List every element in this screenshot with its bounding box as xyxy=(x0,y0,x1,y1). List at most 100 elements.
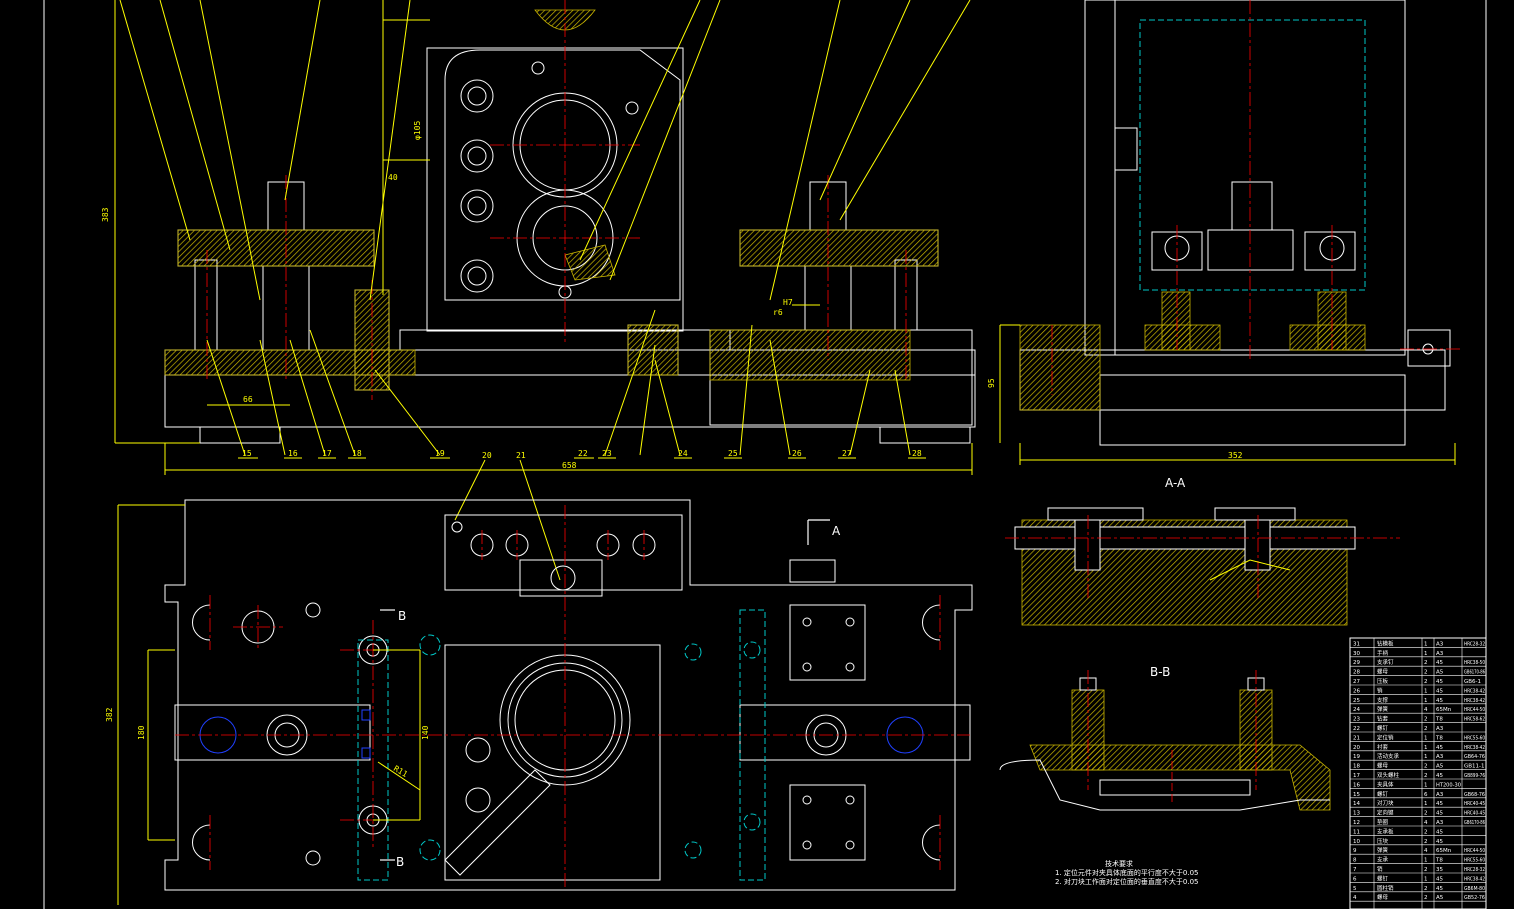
bom-cell-mat: 45 xyxy=(1436,660,1443,666)
bom-cell-mat: 45 xyxy=(1436,801,1443,807)
bom-cell-name: 衬套 xyxy=(1377,743,1389,751)
bom-cell-name: 双头螺柱 xyxy=(1377,771,1400,779)
bom-cell-mat: A3 xyxy=(1436,754,1444,760)
bom-cell-note: HRC38-42 xyxy=(1464,698,1485,704)
bom-cell-no: 26 xyxy=(1353,688,1360,694)
dim-height-right: 95 xyxy=(987,378,996,388)
side-view-hidden xyxy=(1139,19,1366,291)
dim-width-right: 352 xyxy=(1228,451,1243,460)
bom-cell-name: 圆柱销 xyxy=(1377,884,1394,892)
bom-cell-mat: 45 xyxy=(1436,839,1443,845)
bom-cell-no: 4 xyxy=(1353,895,1357,901)
bom-cell-qty: 1 xyxy=(1424,801,1428,807)
bom-cell-no: 23 xyxy=(1353,717,1360,723)
bom-cell-no: 22 xyxy=(1353,726,1360,732)
bom-cell-note: HRC38-42 xyxy=(1464,688,1485,694)
bom-cell-name: 螺母 xyxy=(1377,668,1389,676)
bom-cell-qty: 6 xyxy=(1424,792,1428,798)
plan-view xyxy=(164,499,973,891)
bom-cell-no: 6 xyxy=(1353,876,1357,882)
bom-cell-qty: 2 xyxy=(1424,895,1428,901)
bom-cell-mat: A3 xyxy=(1436,651,1444,657)
notes-line-2: 2. 对刀块工作面对定位面的垂直度不大于0.05 xyxy=(1055,877,1199,886)
bom-cell-name: 支承 xyxy=(1377,856,1389,864)
bom-cell-note: HRC28-32 xyxy=(1464,641,1485,647)
front-view-centerlines xyxy=(206,0,907,400)
bom-cell-note: HRC28-32 xyxy=(1464,867,1485,873)
bom-cell-qty: 2 xyxy=(1424,811,1428,817)
bom-cell-mat: 45 xyxy=(1436,679,1443,685)
dim-height-left: 383 xyxy=(101,207,110,222)
bom-cell-qty: 4 xyxy=(1424,707,1428,713)
bom-cell-note: GB68-76 xyxy=(1464,792,1485,798)
bom-cell-mat: A3 xyxy=(1436,726,1444,732)
bom-cell-qty: 2 xyxy=(1424,670,1428,676)
balloon-23: 23 xyxy=(602,449,612,458)
bom-cell-no: 25 xyxy=(1353,698,1360,704)
bom-cell-mat: 45 xyxy=(1436,745,1443,751)
bom-cell-name: 螺钉 xyxy=(1377,790,1389,798)
bom-cell-no: 8 xyxy=(1353,858,1357,864)
bom-cell-mat: 45 xyxy=(1436,773,1443,779)
dim-width-main: 658 xyxy=(562,461,577,470)
bom-cell-qty: 2 xyxy=(1424,839,1428,845)
bom-cell-qty: 2 xyxy=(1424,660,1428,666)
bom-cell-no: 19 xyxy=(1353,754,1360,760)
bom-cell-mat: 65Mn xyxy=(1436,707,1452,713)
balloon-25: 25 xyxy=(728,449,738,458)
bom-cell-no: 9 xyxy=(1353,848,1357,854)
section-aa xyxy=(1005,507,1400,626)
bom-cell-note: HRC55-60 xyxy=(1464,858,1485,864)
dim-plan-height: 382 xyxy=(105,707,114,722)
notes-line-1: 1. 定位元件对夹具体底面的平行度不大于0.05 xyxy=(1055,868,1199,877)
bom-cell-note: GB52-76 xyxy=(1464,895,1485,901)
bom-cell-qty: 1 xyxy=(1424,735,1428,741)
bom-cell-name: 支撑 xyxy=(1377,696,1389,704)
bom-cell-mat: 65Mn xyxy=(1436,848,1452,854)
bom-cell-mat: 45 xyxy=(1436,811,1443,817)
bom-cell-no: 24 xyxy=(1353,707,1360,713)
bom-cell-qty: 1 xyxy=(1424,698,1428,704)
dim-66: 66 xyxy=(243,395,253,404)
bom-cell-mat: A5 xyxy=(1436,895,1444,901)
side-view-labels: 95 352 xyxy=(987,378,1243,460)
bom-cell-name: 压板 xyxy=(1377,677,1389,685)
bom-cell-mat: A3 xyxy=(1436,820,1444,826)
bom-cell-name: 垫圈 xyxy=(1377,818,1389,826)
bom-cell-mat: 45 xyxy=(1436,698,1443,704)
section-label-b-top: B xyxy=(398,609,406,623)
bom-cell-name: 支承钉 xyxy=(1377,658,1394,666)
bom-cell-no: 27 xyxy=(1353,679,1360,685)
section-title-bb: B-B xyxy=(1150,665,1170,679)
balloon-17: 17 xyxy=(322,449,332,458)
bom-cell-qty: 1 xyxy=(1424,745,1428,751)
bom-cell-mat: T8 xyxy=(1435,858,1443,864)
side-view-hatch xyxy=(1019,291,1366,411)
bom-cell-no: 17 xyxy=(1353,773,1360,779)
front-view-hatch xyxy=(164,9,939,391)
plan-view-labels: 382 180 140 R11 xyxy=(105,707,430,779)
bom-cell-mat: HT200-30 xyxy=(1436,782,1461,788)
plan-view-dims xyxy=(117,504,421,905)
bom-cell-name: 弹簧 xyxy=(1377,705,1389,713)
bom-cell-note: HRC40-45 xyxy=(1464,801,1485,807)
bom-cell-qty: 1 xyxy=(1424,754,1428,760)
bom-cell-qty: 4 xyxy=(1424,820,1428,826)
technical-notes: 技术要求 1. 定位元件对夹具体底面的平行度不大于0.05 2. 对刀块工作面对… xyxy=(1055,859,1199,886)
bom-cell-qty: 2 xyxy=(1424,679,1428,685)
balloon-18: 18 xyxy=(352,449,362,458)
bom-cell-mat: T8 xyxy=(1435,717,1443,723)
bom-cell-mat: A5 xyxy=(1436,670,1444,676)
balloon-24: 24 xyxy=(678,449,688,458)
bom-cell-name: 销 xyxy=(1377,865,1383,873)
balloon-27: 27 xyxy=(842,449,852,458)
section-bb xyxy=(999,670,1331,811)
front-view-leaders xyxy=(114,0,973,581)
dim-40: 40 xyxy=(388,173,398,182)
bom-cell-note: GB6170-86 xyxy=(1464,670,1485,676)
bom-cell-no: 13 xyxy=(1353,811,1360,817)
bom-cell-name: 对刀块 xyxy=(1377,799,1394,807)
bom-cell-note: HRC55-60 xyxy=(1464,735,1485,741)
